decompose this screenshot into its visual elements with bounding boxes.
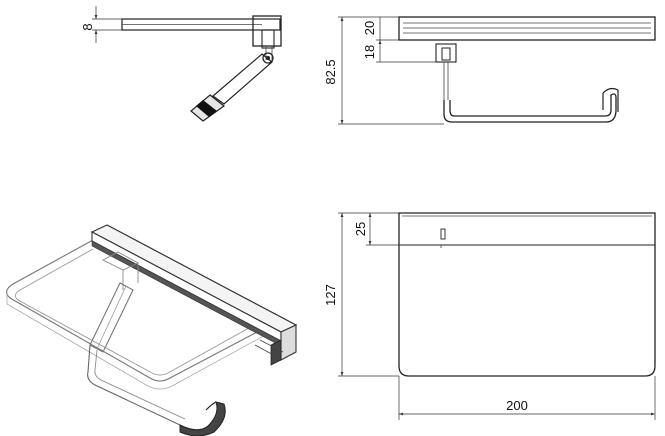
iso-arm <box>89 282 134 353</box>
top-view: 25 127 200 <box>323 212 656 420</box>
pivot-icon <box>262 52 274 64</box>
front-roll-bar <box>443 93 617 123</box>
dim-label-8: 8 <box>80 23 95 30</box>
side-bracket <box>252 15 282 47</box>
dim-label-200: 200 <box>506 398 528 413</box>
top-shelf-outline <box>398 212 656 377</box>
side-arm <box>212 53 273 105</box>
front-view: 20 18 82.5 <box>323 16 656 125</box>
front-shelf <box>398 16 656 41</box>
dim-label-127: 127 <box>323 284 338 306</box>
isometric-view <box>6 224 298 436</box>
dim-label-18: 18 <box>362 45 377 59</box>
dim-label-25: 25 <box>353 222 368 236</box>
iso-roll-end <box>179 401 226 436</box>
iso-glass-shelf <box>6 239 281 382</box>
dim-label-82-5: 82.5 <box>323 59 338 84</box>
side-view: 8 <box>80 6 282 122</box>
dim-label-20: 20 <box>362 21 377 35</box>
